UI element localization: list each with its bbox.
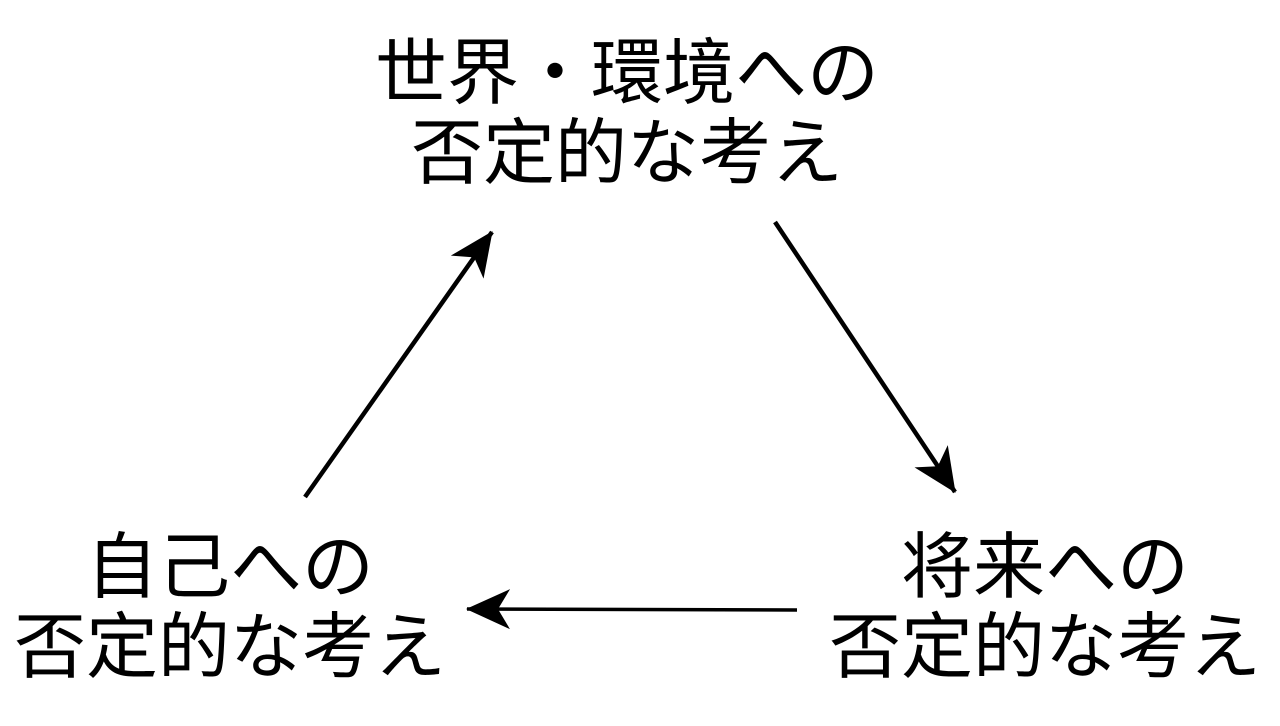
node-self-line1: 自己への — [85, 528, 375, 608]
arrow-world-to-future — [773, 220, 957, 494]
arrow-self-to-world — [303, 230, 494, 499]
node-world-environment-line1: 世界・環境への — [374, 34, 880, 114]
node-self: 自己への 否定的な考え — [14, 528, 446, 688]
node-self-line2: 否定的な考え — [13, 608, 447, 688]
node-future-line1: 将来への — [900, 528, 1190, 608]
node-world-environment-line2: 否定的な考え — [410, 114, 844, 194]
node-future: 将来への 否定的な考え — [829, 528, 1261, 688]
arrow-future-to-self — [466, 589, 798, 630]
node-future-line2: 否定的な考え — [828, 608, 1262, 688]
node-world-environment: 世界・環境への 否定的な考え — [375, 34, 879, 194]
